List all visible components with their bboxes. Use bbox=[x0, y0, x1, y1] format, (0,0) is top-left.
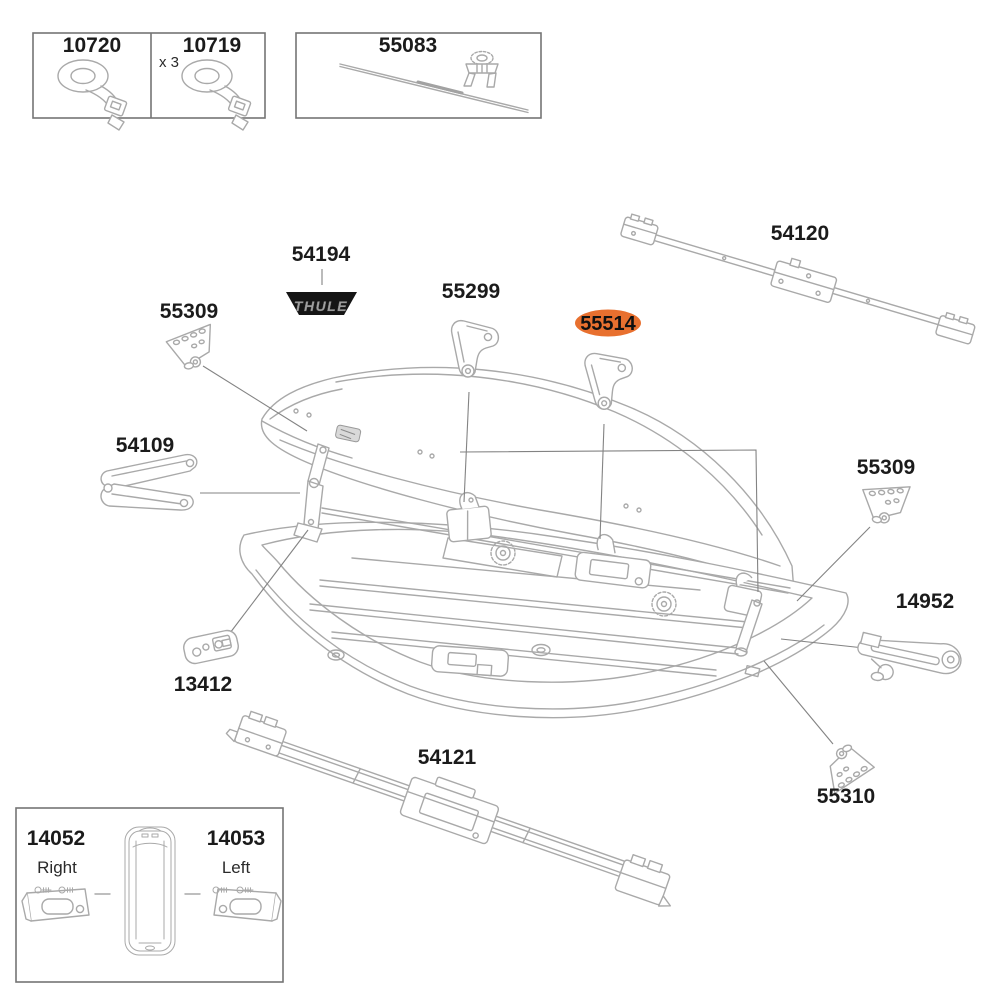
thule-logo-text: THULE bbox=[294, 298, 348, 314]
leader-55309-left bbox=[202, 365, 308, 432]
part-label-55309-right: 55309 bbox=[857, 456, 915, 479]
brand-badge-54194: THULE bbox=[286, 292, 357, 315]
part-label-14053: 14053 bbox=[207, 827, 265, 850]
part-art-54121 bbox=[225, 710, 672, 907]
straps-kit-box: 10720 10719 x 3 bbox=[32, 32, 266, 131]
lid-lock-plate bbox=[335, 424, 362, 443]
part-label-54121: 54121 bbox=[418, 746, 477, 769]
end-caps-box-border bbox=[15, 807, 284, 983]
straps-box-border bbox=[32, 32, 266, 119]
callout-reference-frame bbox=[459, 449, 759, 593]
rod-box-border bbox=[295, 32, 542, 119]
thule-badge-shape bbox=[286, 292, 357, 315]
highlight-ellipse-55514 bbox=[575, 309, 641, 337]
part-art-55309-left bbox=[164, 323, 217, 373]
tension-rod-kit-box: 55083 bbox=[295, 32, 542, 119]
part-label-54109: 54109 bbox=[116, 434, 174, 457]
roof-box-lid-art bbox=[260, 366, 795, 593]
part-art-54120 bbox=[620, 213, 976, 345]
part-art-55083-rod bbox=[339, 63, 529, 114]
part-label-54194: 54194 bbox=[292, 243, 351, 266]
roof-box-tray-art bbox=[239, 507, 849, 719]
side-label-left: Left bbox=[222, 858, 251, 877]
end-caps-kit-box: 14052 Right 14053 Left bbox=[15, 807, 284, 983]
leader-13412 bbox=[229, 529, 309, 634]
leader-55299 bbox=[463, 391, 470, 503]
side-label-right: Right bbox=[37, 858, 77, 877]
part-art-14952 bbox=[855, 631, 964, 687]
part-number-labels: 54120 55299 55514 55309 54194 54109 1341… bbox=[116, 222, 954, 808]
part-label-54120: 54120 bbox=[771, 222, 829, 245]
part-art-55309-right bbox=[856, 478, 911, 528]
leader-55309-right bbox=[796, 526, 871, 602]
tray-knob-1 bbox=[490, 540, 516, 566]
part-label-55299: 55299 bbox=[442, 280, 500, 303]
part-label-55309-left: 55309 bbox=[160, 300, 218, 323]
tray-side-slot bbox=[744, 664, 761, 678]
quantity-label-10719: x 3 bbox=[159, 54, 179, 71]
part-label-14052: 14052 bbox=[27, 827, 85, 850]
part-label-10719: 10719 bbox=[183, 34, 241, 57]
leader-14952 bbox=[780, 638, 865, 649]
part-art-10719-strap bbox=[181, 59, 252, 131]
leader-lines bbox=[200, 269, 871, 745]
tray-oval-feet bbox=[327, 643, 551, 661]
screw-icon bbox=[212, 886, 230, 894]
part-art-10720-strap bbox=[57, 59, 128, 131]
mid-mounted-latch bbox=[574, 533, 652, 589]
part-art-54109 bbox=[100, 453, 198, 511]
part-art-14053-cap bbox=[213, 888, 282, 922]
part-art-14052-cap bbox=[21, 888, 90, 922]
box-top-view-art bbox=[124, 826, 176, 956]
part-art-55083-tensioner bbox=[463, 50, 499, 88]
tray-knob-2 bbox=[651, 591, 677, 617]
leader-55310 bbox=[763, 660, 834, 745]
part-label-55310: 55310 bbox=[817, 785, 875, 808]
rear-mounted-clamp bbox=[723, 572, 763, 657]
part-label-55514-highlighted: 55514 bbox=[580, 313, 636, 335]
part-label-13412: 13412 bbox=[174, 673, 232, 696]
part-art-13412 bbox=[181, 627, 241, 667]
part-art-55299 bbox=[450, 319, 500, 378]
leader-55514 bbox=[599, 423, 605, 540]
lid-rivet-dots bbox=[293, 408, 642, 513]
part-label-10720: 10720 bbox=[63, 34, 121, 57]
lid-lifter-strut bbox=[293, 443, 330, 543]
part-label-55083: 55083 bbox=[379, 34, 437, 57]
part-label-14952: 14952 bbox=[896, 590, 954, 613]
tray-front-handle bbox=[430, 645, 510, 677]
